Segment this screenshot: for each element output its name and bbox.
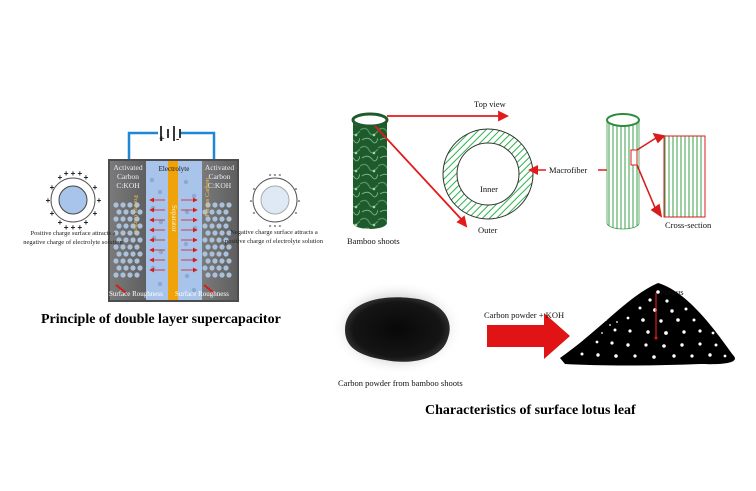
separator-label: Separator — [170, 205, 178, 232]
svg-text:+: + — [97, 196, 102, 205]
svg-text:+: + — [93, 183, 98, 192]
left-pores — [113, 202, 143, 278]
right-electrode-label: Activated Carbon C:KOH — [204, 163, 235, 190]
svg-text:- - -: - - - — [269, 170, 282, 179]
svg-text:+: + — [50, 183, 55, 192]
sample-window — [630, 149, 638, 166]
roughness-right-label: Surface Roughness — [175, 290, 229, 298]
svg-text:+: + — [46, 196, 51, 205]
svg-text:- - -: - - - — [269, 221, 282, 230]
macrofiber-cylinder — [606, 119, 640, 230]
svg-text:-: - — [253, 184, 256, 193]
bamboo-ring-inner — [456, 142, 520, 206]
svg-text:-: - — [250, 196, 253, 205]
svg-text:+ + +: + + + — [64, 223, 83, 232]
svg-text:-: - — [253, 208, 256, 217]
outer-label: Outer — [478, 225, 498, 235]
separator — [168, 161, 178, 300]
battery-minus: - — [176, 134, 180, 145]
cross-section-label: Cross-section — [665, 220, 712, 230]
cross-section-arrows — [636, 132, 666, 218]
carbon-powder — [345, 297, 450, 362]
bamboo-top-face — [351, 112, 389, 128]
supercapacitor-caption: Principle of double layer supercapacitor — [41, 312, 281, 327]
macrofiber-label: Macrofiber — [549, 165, 588, 175]
circuit-wire — [127, 131, 216, 161]
bamboo-shoot-cylinder — [353, 120, 387, 229]
lotus-diagram — [331, 281, 735, 375]
roughness-pointer-left — [115, 284, 127, 294]
roughness-left-label: Surface Roughness — [109, 290, 163, 298]
positive-surface-circle: + + ++ + + +++ +++ ++++ — [46, 169, 102, 232]
bamboo-diagram — [351, 110, 706, 230]
negative-surface-note: Negative charge surface attracts a posit… — [224, 229, 324, 245]
bamboo-shoots-label: Bamboo shoots — [347, 236, 400, 246]
arrow-label: Carbon powder + KOH — [484, 310, 565, 320]
svg-text:+: + — [58, 218, 63, 227]
charge-arrows — [149, 197, 198, 273]
inner-label: Inner — [480, 184, 498, 194]
svg-text:+: + — [84, 218, 89, 227]
porous-carbon-right-label: Porous Carbon — [204, 178, 211, 217]
left-electrode-label: Activated Carbon C:KOH — [113, 163, 143, 190]
lotus-caption: Characteristics of surface lotus leaf — [425, 403, 636, 418]
svg-text:+: + — [93, 209, 98, 218]
top-view-label: Top view — [474, 99, 506, 109]
positive-surface-note: Positive charge surface attracts a negat… — [23, 230, 123, 246]
battery-plus: + — [159, 134, 165, 145]
svg-text:-: - — [295, 208, 298, 217]
svg-text:+: + — [58, 173, 63, 182]
right-pores — [202, 202, 232, 278]
supercapacitor-diagram: + + ++ + + +++ +++ ++++ - - -- - - --- -… — [46, 126, 301, 302]
porous-label: Porous — [660, 287, 684, 297]
svg-text:+: + — [50, 209, 55, 218]
porous-carbon-left-label: Porous Carbon — [132, 195, 139, 234]
negative-surface-circle: - - -- - - --- --- — [250, 170, 301, 230]
electrolyte-label: Electrolyte — [158, 165, 190, 173]
svg-text:-: - — [298, 196, 301, 205]
svg-text:+: + — [84, 173, 89, 182]
svg-text:+ + +: + + + — [64, 169, 83, 178]
roughness-pointer-right — [203, 284, 215, 294]
svg-text:-: - — [295, 184, 298, 193]
powder-label: Carbon powder from bamboo shoots — [338, 378, 463, 388]
cross-section-box — [663, 135, 706, 218]
lotus-surface-mound — [560, 283, 735, 366]
bamboo-to-ring-arrows — [374, 110, 510, 228]
lotus-pores — [580, 290, 727, 359]
process-arrow — [487, 313, 570, 359]
macrofiber-top-face — [606, 113, 640, 127]
